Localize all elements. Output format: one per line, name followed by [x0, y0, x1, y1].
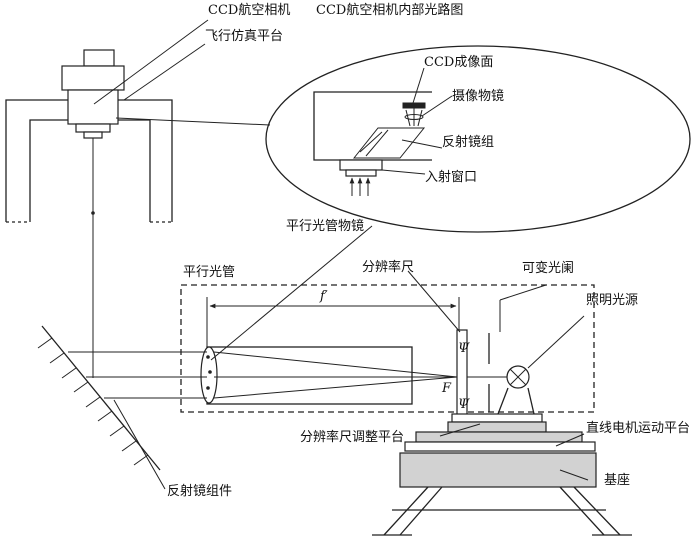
- label-focal-length: f′: [319, 289, 328, 304]
- label-resolution-target: 分辨率尺: [362, 259, 414, 275]
- linear-motor-stage-shape: [404, 431, 596, 452]
- label-flight-platform: 飞行仿真平台: [205, 29, 283, 44]
- label-ccd-image-plane: CCD成像面: [424, 55, 493, 70]
- label-mirror-group: 反射镜组: [442, 134, 494, 150]
- focal-length-dimension: [206, 297, 460, 347]
- label-camera-lens: 摄像物镜: [452, 89, 504, 104]
- inner-optical-path-view: [115, 45, 691, 233]
- label-psi-upper: Ψ: [458, 341, 470, 356]
- base-shape: [372, 452, 632, 536]
- label-target-adjust-platform: 分辨率尺调整平台: [300, 429, 404, 445]
- mirror-group-mark: [352, 127, 426, 159]
- label-variable-aperture: 可变光阑: [522, 260, 574, 276]
- label-reflector-assembly: 反射镜组件: [167, 483, 232, 499]
- label-base: 基座: [604, 473, 630, 488]
- label-ccd-camera: CCD航空相机: [208, 2, 290, 18]
- label-focal-point: F: [441, 381, 452, 396]
- leader-lines: [93, 19, 589, 490]
- label-inner-path-title: CCD航空相机内部光路图: [316, 2, 463, 18]
- collimator-objective: [200, 346, 218, 404]
- label-linear-motor-platform: 直线电机运动平台: [586, 421, 690, 436]
- ccd-image-plane-mark: [402, 102, 426, 109]
- entrance-window-mark: [339, 159, 383, 171]
- label-collimator-lens: 平行光管物镜: [286, 219, 364, 234]
- label-psi-lower: Ψ: [458, 397, 470, 412]
- label-entrance-window: 入射窗口: [425, 169, 477, 185]
- callout-connector: [115, 117, 271, 126]
- label-collimator: 平行光管: [183, 265, 235, 280]
- light-source: [497, 365, 535, 415]
- optical-path-marker: [91, 211, 95, 215]
- collimator-enclosure: [180, 284, 595, 413]
- ccd-camera: [61, 49, 125, 139]
- label-light-source: 照明光源: [586, 293, 638, 308]
